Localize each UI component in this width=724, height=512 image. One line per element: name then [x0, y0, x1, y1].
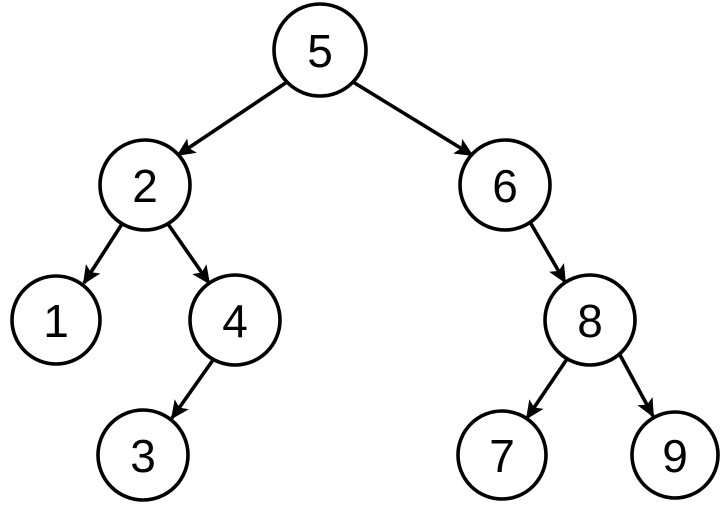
tree-node-label-2: 2	[132, 160, 158, 212]
tree-edge-2-to-4	[166, 222, 211, 285]
tree-node-label-4: 4	[222, 295, 248, 347]
tree-node-label-6: 6	[492, 160, 518, 212]
tree-node-label-9: 9	[662, 430, 688, 482]
tree-node-circle-2[interactable]	[98, 138, 192, 232]
tree-node-circle-4[interactable]	[188, 273, 282, 367]
tree-node-circle-8[interactable]	[543, 273, 637, 367]
tree-edge-8-to-9	[618, 354, 655, 418]
tree-node-label-8: 8	[577, 295, 603, 347]
tree-node-2[interactable]: 2	[98, 138, 192, 232]
tree-edge-5-to-6	[352, 80, 474, 157]
tree-node-label-3: 3	[130, 430, 156, 482]
tree-node-9[interactable]: 9	[630, 410, 720, 500]
tree-node-circle-3[interactable]	[96, 408, 190, 502]
tree-edge-4-to-3	[170, 358, 215, 420]
tree-node-7[interactable]: 7	[456, 409, 548, 501]
tree-node-3[interactable]: 3	[96, 408, 190, 502]
tree-edge-5-to-2	[176, 80, 289, 157]
tree-node-label-7: 7	[489, 430, 515, 482]
tree-node-5[interactable]: 5	[272, 2, 368, 98]
tree-node-8[interactable]: 8	[543, 273, 637, 367]
tree-edge-6-to-8	[528, 221, 567, 284]
tree-node-circle-7[interactable]	[456, 409, 548, 501]
tree-node-4[interactable]: 4	[188, 273, 282, 367]
tree-node-circle-1[interactable]	[10, 274, 102, 366]
tree-node-circle-5[interactable]	[272, 2, 368, 98]
edges-layer	[82, 80, 655, 420]
nodes-layer: 5 2 6 1 4 8 3 7 9	[10, 2, 720, 502]
tree-edge-8-to-7	[525, 357, 569, 420]
tree-node-circle-9[interactable]	[630, 410, 720, 500]
tree-node-circle-6[interactable]	[458, 138, 552, 232]
tree-node-1[interactable]: 1	[10, 274, 102, 366]
tree-node-label-5: 5	[307, 25, 333, 77]
tree-node-6[interactable]: 6	[458, 138, 552, 232]
tree-edge-2-to-1	[82, 223, 124, 285]
tree-node-label-1: 1	[43, 295, 69, 347]
